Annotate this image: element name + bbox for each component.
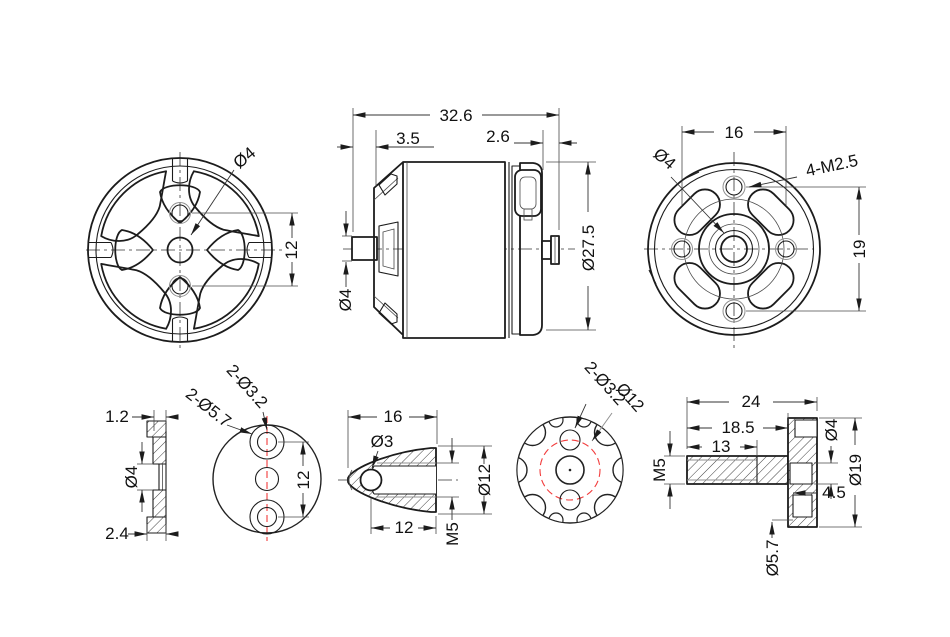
shaft-hole xyxy=(166,236,194,264)
dim-washer-hole-group: Ø4 xyxy=(122,442,153,512)
washer-bottom-cap xyxy=(146,516,167,534)
dim-rear-protrusion: 2.6 xyxy=(486,127,510,146)
dim-nut-thread-length: 12 xyxy=(395,518,414,537)
mount-rim-circle xyxy=(653,168,815,330)
dim-front-shaft-dia: Ø4 xyxy=(336,289,355,312)
mount-slots xyxy=(673,188,795,310)
dim-nut-thread-group: M5 xyxy=(436,438,462,546)
dim-washer-hole: Ø4 xyxy=(122,466,141,489)
front-shaft xyxy=(351,236,378,261)
wire-connector xyxy=(514,169,542,221)
mount-outer-circle xyxy=(647,162,821,336)
leader-nut-holes xyxy=(574,403,587,429)
dim-counterbore-dia-group: Ø5.7 xyxy=(763,519,793,577)
dim-shaft-bore: Ø4 xyxy=(822,419,841,442)
dim-shaft-protrusion-group: 3.5 xyxy=(337,129,434,186)
dim-shaft-thread-group: M5 xyxy=(650,431,685,509)
dim-tip-hole: Ø3 xyxy=(371,432,394,451)
dim-flange-dia-group: Ø19 xyxy=(819,417,865,528)
dim-mount-v: 19 xyxy=(850,240,869,259)
nut-hole-top xyxy=(559,429,581,451)
dim-counterbore-offset: 4.5 xyxy=(822,483,846,502)
dim-body-dia: Ø27.5 xyxy=(579,225,598,271)
view-motor-side: 32.6 3.5 2.6 Ø27.5 xyxy=(336,106,598,339)
red-bolt-circle xyxy=(539,439,601,501)
bell-rim-circle xyxy=(95,165,265,335)
bell-outer-circle xyxy=(87,157,273,343)
leader-washer-through-holes xyxy=(261,411,268,431)
dim-washer-spacing-group: 12 xyxy=(278,441,313,518)
leader-bolt-circle xyxy=(591,412,613,442)
bell-rim-windows xyxy=(100,170,260,330)
hub-boss-circle xyxy=(698,213,770,285)
dim-bell-hole-spacing-group: 12 xyxy=(192,212,301,287)
dim-washer-top-thickness: 1.2 xyxy=(105,407,129,426)
dim-counterbore-offset-group: 4.5 xyxy=(793,483,846,502)
shaft-rod xyxy=(686,455,789,485)
dim-shaft-protrusion: 3.5 xyxy=(396,129,420,148)
bell-petal-cutouts xyxy=(114,184,246,316)
dim-mount-h-group: 16 xyxy=(681,123,787,205)
bell-facets xyxy=(373,173,399,325)
washer-center-hole xyxy=(254,466,280,492)
dim-mount-v-group: 19 xyxy=(746,186,869,312)
dim-nut-thread-length-group: 12 xyxy=(370,498,437,537)
dim-shaft-overall: 24 xyxy=(742,392,761,411)
dim-nut-outer-dia: Ø12 xyxy=(475,464,494,496)
view-prop-shaft-section: 24 18.5 13 M5 Ø4 xyxy=(650,392,865,576)
nut-center-hole xyxy=(555,455,585,485)
washer-top-cap xyxy=(146,420,167,438)
view-washer-section: 1.2 2.4 Ø4 xyxy=(105,407,179,543)
nut-hole-bottom xyxy=(559,489,581,511)
dim-shaft-bore-group: Ø4 xyxy=(814,419,841,499)
dim-nut-length-group: 16 xyxy=(347,407,438,468)
dim-shaft-shoulder-group: 18.5 xyxy=(687,413,789,437)
dim-mount-h: 16 xyxy=(725,123,744,142)
dim-shaft-overall-group: 24 xyxy=(686,392,818,449)
dim-nut-outer-dia-group: Ø12 xyxy=(438,445,494,515)
rim-tabs xyxy=(89,159,271,341)
shaft-hole xyxy=(720,235,748,263)
view-bell-front: Ø4 12 xyxy=(86,143,301,352)
view-mount-rear: 16 19 Ø4 4-M2.5 xyxy=(644,123,869,350)
leader-screw-holes xyxy=(748,176,798,188)
dim-bell-hole-spacing: 12 xyxy=(282,241,301,260)
nut-outline xyxy=(516,416,624,524)
balance-hole-top xyxy=(169,202,191,224)
dim-washer-bottom-thickness-group: 2.4 xyxy=(105,524,179,543)
bell-profile xyxy=(373,162,403,335)
rear-shaft-stub xyxy=(541,235,560,265)
tip-hole xyxy=(359,468,383,492)
balance-hole-bottom xyxy=(169,275,191,297)
view-prop-nut-section: 16 Ø3 12 M5 Ø12 xyxy=(338,407,494,546)
dim-counterbore-dia: Ø5.7 xyxy=(763,540,782,577)
washer-lower-web xyxy=(152,489,167,518)
dim-overall-length-group: 32.6 xyxy=(352,106,560,232)
dim-nut-length: 16 xyxy=(384,407,403,426)
dim-washer-spacing: 12 xyxy=(294,471,313,490)
dim-shaft-thread-length-group: 13 xyxy=(687,437,758,456)
dim-washer-top-thickness-group: 1.2 xyxy=(105,407,179,431)
stator-body xyxy=(402,161,506,339)
leader-rear-shaft-dia xyxy=(670,176,725,234)
dim-washer-bottom-thickness: 2.4 xyxy=(105,524,129,543)
dim-shaft-thread: M5 xyxy=(650,458,669,482)
dim-shaft-thread-length: 13 xyxy=(712,437,731,456)
leader-shaft-dia xyxy=(190,169,235,236)
rear-cap xyxy=(519,162,543,336)
dim-rear-protrusion-group: 2.6 xyxy=(486,127,577,170)
dim-front-shaft-dia-group: Ø4 xyxy=(336,211,355,311)
leader-washer-counterbores xyxy=(226,424,253,435)
dim-overall-length: 32.6 xyxy=(439,106,472,125)
leader-tip-hole xyxy=(371,450,379,469)
dim-flange-dia: Ø19 xyxy=(846,454,865,486)
washer-upper-web xyxy=(152,436,167,465)
dim-nut-thread: M5 xyxy=(443,522,462,546)
mount-screw-holes xyxy=(671,175,797,323)
dim-body-dia-group: Ø27.5 xyxy=(546,161,598,331)
dim-shaft-shoulder: 18.5 xyxy=(721,418,754,437)
